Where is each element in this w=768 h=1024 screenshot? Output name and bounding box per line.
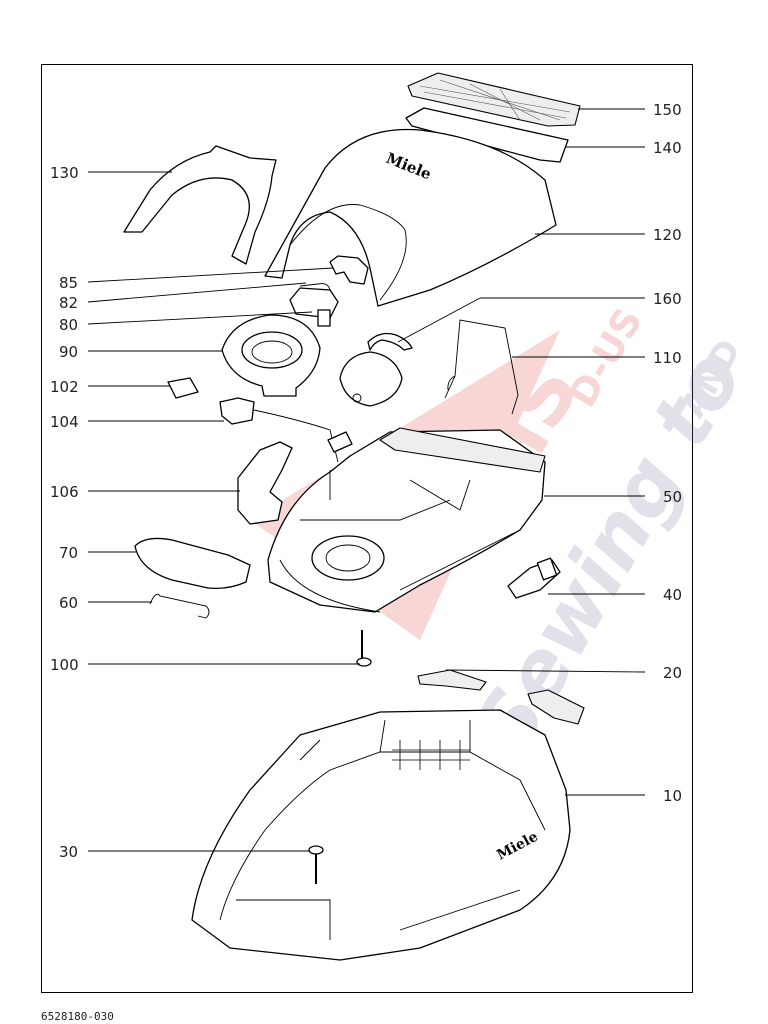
part-110-wire-bail bbox=[444, 319, 519, 415]
part-85-clip bbox=[329, 255, 369, 285]
callout-labels: 150 140 130 120 85 82 80 160 90 110 102 … bbox=[50, 101, 682, 861]
part-106-holder bbox=[237, 441, 293, 525]
callout-80: 80 bbox=[59, 316, 78, 334]
part-20-slider-b bbox=[527, 689, 585, 725]
leader-160a bbox=[397, 297, 481, 343]
callout-60: 60 bbox=[59, 594, 78, 612]
callout-140: 140 bbox=[653, 139, 682, 157]
callout-20: 20 bbox=[663, 664, 682, 682]
leader-80 bbox=[87, 311, 313, 325]
part-30-screw bbox=[308, 845, 324, 884]
callout-40: 40 bbox=[663, 586, 682, 604]
callout-160: 160 bbox=[653, 290, 682, 308]
callout-100: 100 bbox=[50, 656, 79, 674]
part-60-spring bbox=[149, 593, 210, 619]
part-102-cover bbox=[167, 377, 199, 399]
part-140-filter bbox=[405, 107, 569, 163]
part-90-reel-cover bbox=[221, 314, 321, 397]
part-130-handle bbox=[123, 145, 277, 265]
callout-130: 130 bbox=[50, 164, 79, 182]
part-82-spring bbox=[299, 283, 331, 291]
leader-lines bbox=[87, 108, 646, 852]
part-10-base-housing: Miele bbox=[191, 709, 571, 961]
leader-20 bbox=[445, 669, 646, 673]
callout-120: 120 bbox=[653, 226, 682, 244]
part-100-screw bbox=[356, 630, 372, 667]
part-160-bracket bbox=[367, 332, 413, 351]
callout-85: 85 bbox=[59, 274, 78, 292]
callout-110: 110 bbox=[653, 349, 682, 367]
part-80-switch bbox=[289, 287, 339, 327]
callout-50: 50 bbox=[663, 488, 682, 506]
part-dome-cover bbox=[339, 351, 403, 407]
leader-85 bbox=[87, 267, 334, 283]
callout-150: 150 bbox=[653, 101, 682, 119]
document-number: 6528180-030 bbox=[41, 1010, 114, 1023]
part-120-top-cover: Miele bbox=[264, 128, 557, 307]
callout-106: 106 bbox=[50, 483, 79, 501]
part-50-chassis bbox=[267, 427, 546, 613]
part-104-connector bbox=[219, 397, 339, 463]
callout-30: 30 bbox=[59, 843, 78, 861]
drawing-frame bbox=[41, 64, 693, 993]
callout-102: 102 bbox=[50, 378, 79, 396]
callout-10: 10 bbox=[663, 787, 682, 805]
callout-90: 90 bbox=[59, 343, 78, 361]
callout-82: 82 bbox=[59, 294, 78, 312]
part-40-release bbox=[507, 557, 561, 599]
part-20-slider-a bbox=[417, 669, 487, 691]
callout-104: 104 bbox=[50, 413, 79, 431]
part-70-bumper bbox=[134, 537, 251, 590]
leader-82 bbox=[87, 282, 307, 303]
part-150-grille bbox=[407, 72, 581, 127]
callout-70: 70 bbox=[59, 544, 78, 562]
part-cable-guide bbox=[327, 431, 353, 453]
